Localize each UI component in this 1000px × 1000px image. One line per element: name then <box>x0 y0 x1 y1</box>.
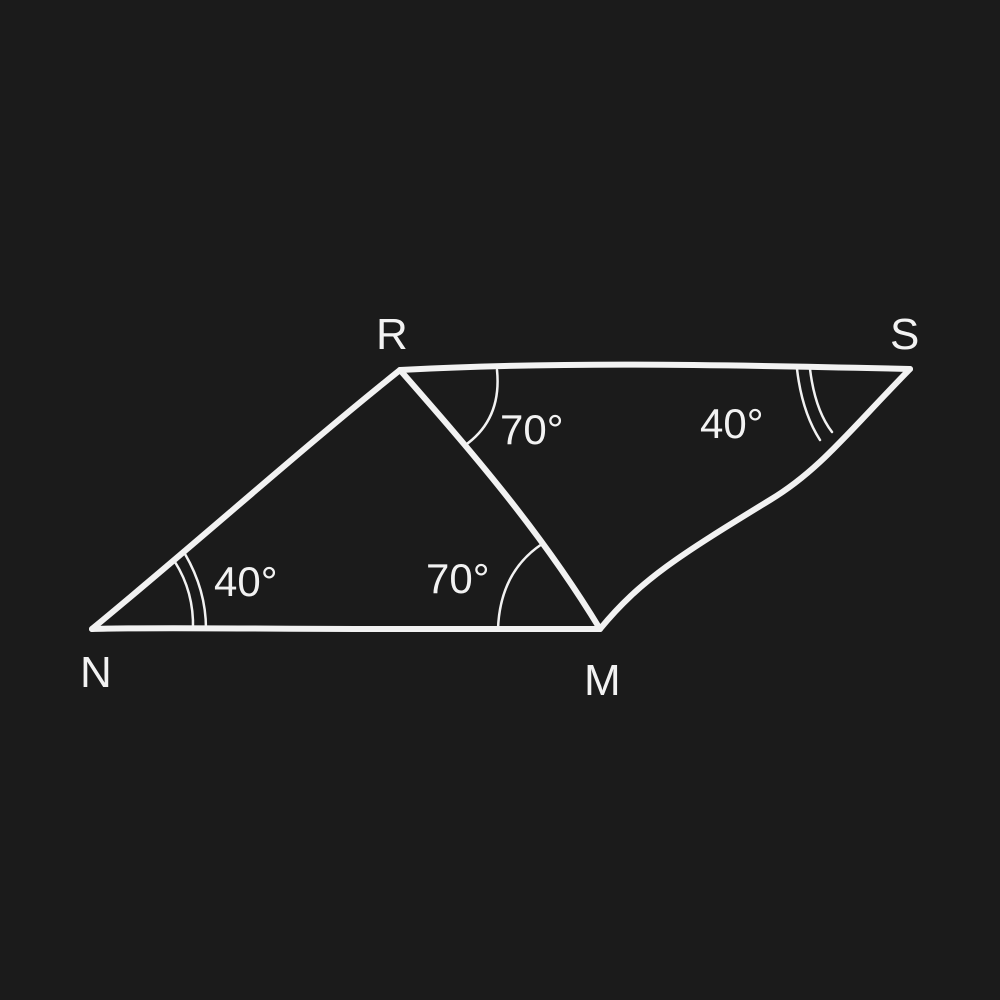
vertex-label-S: S <box>890 310 919 359</box>
edge-NM <box>89 625 603 632</box>
vertex-label-M: M <box>584 656 621 705</box>
edge-RM <box>397 367 603 632</box>
angle-label-S: 40° <box>700 400 764 447</box>
angle-arc-N-outer <box>183 552 208 631</box>
angle-label-M: 70° <box>426 555 490 602</box>
angle-arc-S-outer <box>808 367 834 434</box>
angle-arc-R <box>462 368 499 448</box>
angle-arc-S-inner <box>795 367 822 442</box>
vertex-label-R: R <box>376 310 408 359</box>
angle-label-R: 70° <box>500 406 564 453</box>
edge-RS <box>397 361 913 373</box>
edge-NR <box>89 367 403 632</box>
angle-arc-N-inner <box>173 560 195 631</box>
vertex-label-N: N <box>80 648 112 697</box>
angle-label-N: 40° <box>214 558 278 605</box>
angle-arc-M <box>496 542 544 631</box>
edge-SM <box>597 366 913 632</box>
